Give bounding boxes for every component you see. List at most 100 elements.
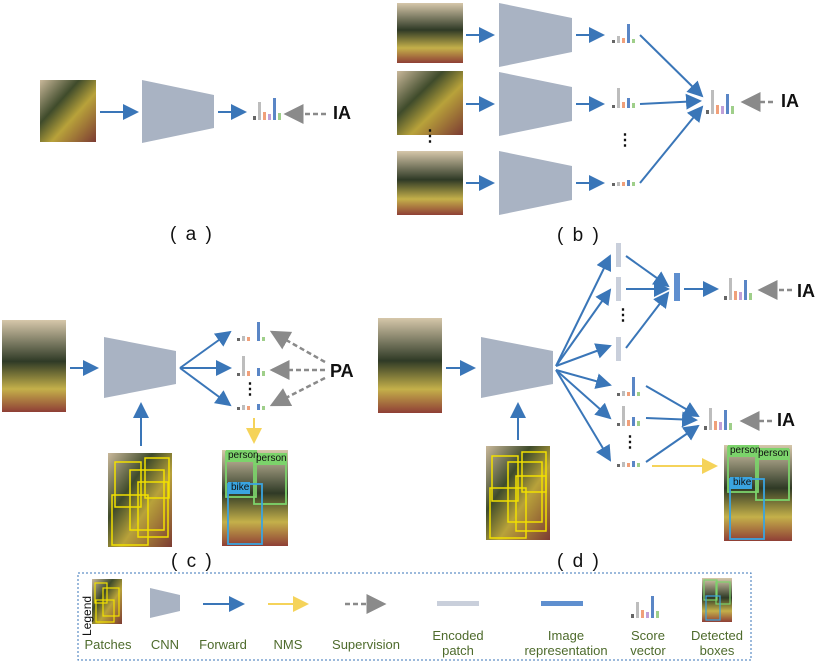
supervision-arrow (269, 330, 326, 364)
legend (77, 572, 752, 661)
score-vector (237, 356, 265, 376)
person-tag-bg (226, 450, 257, 462)
score-vector (253, 98, 281, 120)
panel-c (2, 320, 326, 547)
legend-label-score-vector: Score vector (630, 628, 666, 658)
input-image (378, 318, 442, 413)
legend-frame (77, 572, 752, 661)
encoded-patch (616, 337, 621, 361)
ellipsis-b-patches: ⋮ (422, 128, 438, 145)
ellipsis-d-scores: ⋮ (622, 434, 638, 451)
cnn-block (499, 72, 572, 136)
panel-label-d: ( d ) (557, 551, 601, 572)
legend-encoded-patch-swatch (437, 601, 479, 606)
forward-arrow (639, 34, 704, 98)
ellipsis-b-scores: ⋮ (617, 132, 633, 149)
image-supervision-label-d-top: IA (797, 281, 815, 301)
legend-image-representation-swatch (541, 601, 583, 606)
forward-arrow (555, 369, 612, 462)
patch-image (397, 71, 463, 135)
score-vector (704, 408, 732, 430)
ellipsis-c-scores: ⋮ (242, 381, 258, 398)
legend-label-cnn: CNN (150, 637, 180, 652)
bike-tag: bike (733, 477, 752, 488)
patch-image (397, 151, 463, 215)
cnn-block (142, 80, 214, 143)
panel-a (40, 80, 326, 143)
legend-label-forward: Forward (199, 637, 247, 652)
input-image (40, 80, 96, 142)
encoded-patch (616, 243, 621, 267)
cnn-block (499, 3, 572, 67)
patch-image (397, 3, 463, 63)
score-vector (612, 88, 635, 108)
person-tag: person (730, 445, 761, 456)
forward-arrow (555, 369, 612, 420)
panel-d (378, 243, 792, 541)
panel-b (397, 3, 773, 215)
forward-arrow (639, 93, 702, 110)
cnn-block (499, 151, 572, 215)
person-tag-bg (756, 448, 789, 460)
encoded-patch (616, 277, 621, 301)
cnn-block (481, 337, 553, 398)
legend-label-image-representation: Image representation (524, 628, 608, 658)
score-vector (612, 180, 635, 186)
image-supervision-label-d-bottom: IA (777, 410, 795, 430)
patch-boxes (111, 457, 170, 546)
image-supervision-label-a: IA (333, 103, 351, 123)
score-vector (617, 406, 640, 426)
forward-arrow (179, 330, 232, 369)
detected-image (222, 450, 288, 546)
forward-arrow (645, 385, 700, 417)
forward-arrow (555, 254, 612, 367)
forward-arrow (639, 105, 704, 184)
person-tag: person (256, 453, 287, 464)
legend-detected-box-outlines (703, 579, 731, 621)
forward-arrow (645, 424, 700, 463)
input-image (2, 320, 66, 412)
bike-tag-bg (228, 482, 250, 494)
score-vector (706, 90, 734, 114)
forward-arrow (645, 411, 698, 428)
forward-arrow (625, 255, 670, 288)
person-tag-bg (254, 453, 287, 465)
score-vector (237, 404, 265, 410)
forward-arrow (555, 343, 612, 367)
legend-patch-boxes (94, 582, 120, 623)
patch-supervision-label-c: PA (330, 361, 354, 381)
forward-arrow (555, 288, 612, 367)
forward-arrow (179, 367, 232, 407)
forward-arrow (555, 369, 612, 389)
person-tag: person (228, 450, 259, 461)
score-vector (724, 278, 752, 300)
patch-boxes (489, 451, 547, 539)
bike-tag-bg (730, 477, 752, 489)
cnn-block (104, 337, 176, 398)
legend-score-vector-swatch (631, 596, 659, 618)
image-supervision-label-b: IA (781, 91, 799, 111)
legend-label-encoded-patch: Encoded patch (432, 628, 484, 658)
score-vector (617, 377, 640, 396)
forward-arrow (625, 291, 670, 349)
image-representation (674, 273, 680, 301)
bike-tag: bike (231, 482, 250, 493)
person-tag-bg (728, 445, 759, 457)
score-vector (617, 461, 640, 467)
legend-label-nms: NMS (273, 637, 303, 652)
panel-label-b: ( b ) (557, 225, 601, 246)
score-vector (237, 322, 265, 341)
legend-cnn-swatch (150, 588, 180, 618)
person-tag: person (758, 448, 789, 459)
panel-label-a: ( a ) (170, 224, 214, 245)
panel-label-c: ( c ) (171, 551, 214, 572)
legend-title: Legend (80, 595, 94, 636)
legend-label-patches: Patches (84, 637, 132, 652)
patches-image (108, 453, 172, 547)
supervision-arrow (269, 376, 326, 407)
legend-label-detected-boxes: Detected boxes (690, 628, 744, 658)
score-vector (612, 24, 635, 43)
ellipsis-d-encoded: ⋮ (615, 307, 631, 324)
legend-label-supervision: Supervision (332, 637, 400, 652)
